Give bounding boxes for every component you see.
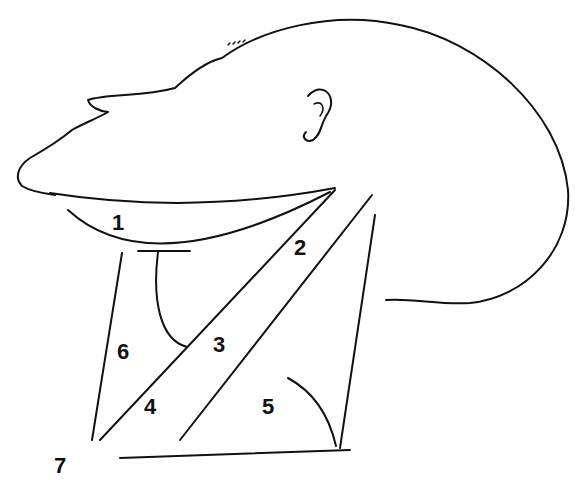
omohyoid-inferior-line [288,378,336,446]
head-outline [18,58,222,195]
omohyoid-superior-line [156,252,187,347]
scm-posterior-border [180,195,372,440]
callout-number: 2 [294,237,306,259]
callout-number: 5 [262,396,274,418]
callout-number: 3 [213,334,225,356]
callout-number: 7 [54,455,66,477]
hyoid-line [138,250,190,252]
clavicle-line [120,450,350,458]
brow-mark [228,40,245,45]
callout-number: 4 [144,396,156,418]
mandible-line [50,188,335,203]
scm-anterior-border [100,190,335,440]
ear-outline [304,89,331,140]
callout-number: 1 [112,212,124,234]
skull-outline [222,20,568,303]
trapezius-border [340,215,375,448]
callout-number: 6 [117,341,129,363]
ear-inner [314,103,323,116]
